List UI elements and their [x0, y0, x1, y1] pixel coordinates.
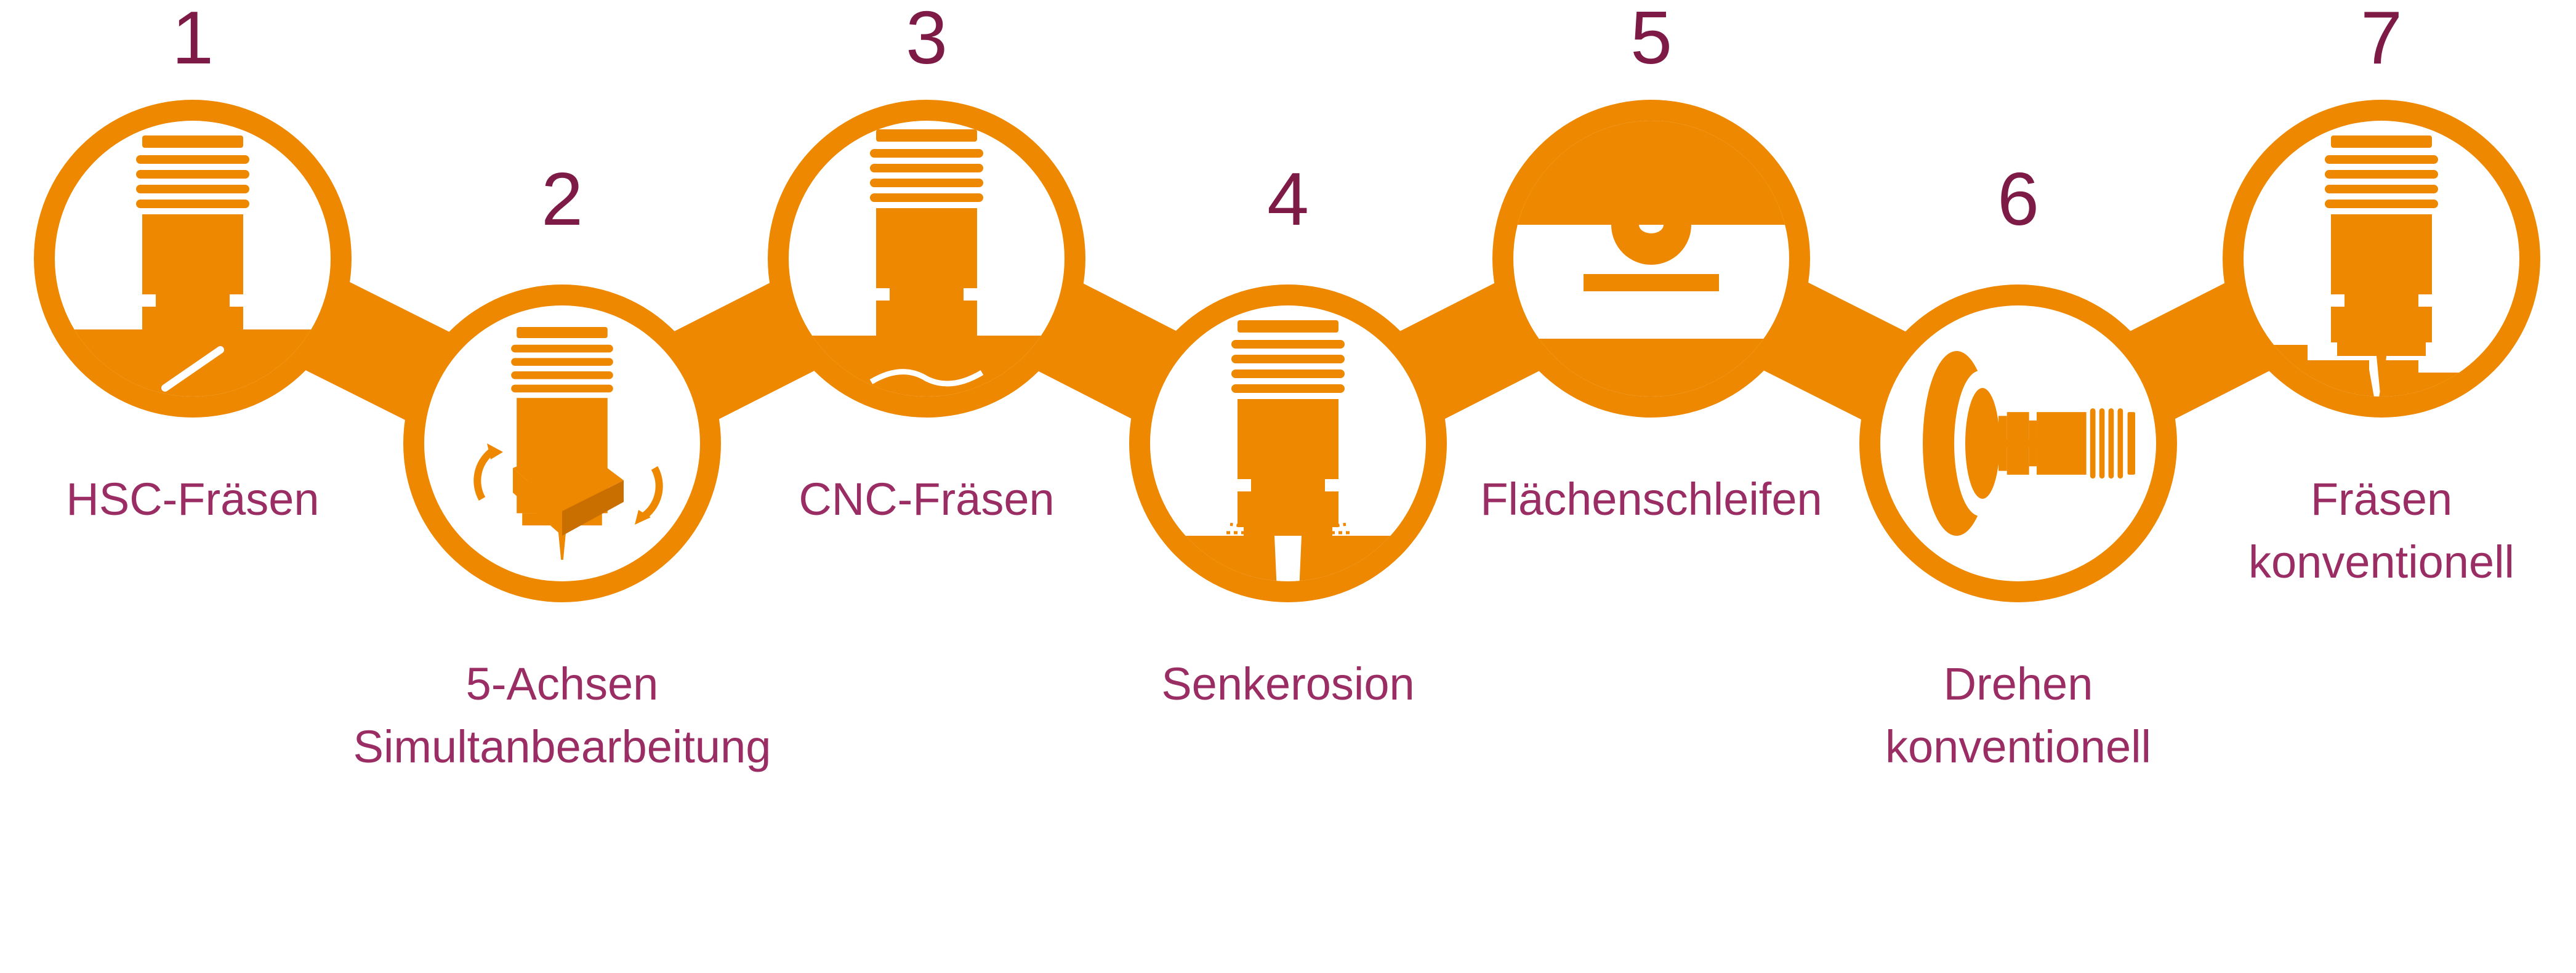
- step-label-line: konventionell: [1885, 721, 2151, 773]
- surface-grinding-icon: [1492, 100, 1810, 418]
- step-label: Senkerosion: [1161, 653, 1414, 716]
- step-number: 5: [1630, 0, 1672, 79]
- step-label: Fräsen konventionell: [2248, 468, 2514, 594]
- five-axis-machining-icon: [403, 285, 721, 602]
- step-label-line: 5-Achsen: [465, 658, 659, 709]
- step-label-line: Senkerosion: [1161, 658, 1415, 709]
- step-label-line: konventionell: [2248, 536, 2514, 588]
- step-label: Drehen konventionell: [1885, 653, 2151, 778]
- step-label-line: Drehen: [1943, 658, 2093, 709]
- conventional-milling-icon: [2223, 100, 2540, 418]
- step-number: 6: [1997, 157, 2039, 241]
- step-label-line: Simultanbearbeitung: [353, 721, 771, 773]
- step-number: 7: [2361, 0, 2402, 79]
- conventional-turning-icon: [1859, 285, 2177, 602]
- step-label-line: Flächenschleifen: [1480, 474, 1822, 525]
- step-number: 3: [906, 0, 948, 79]
- hsc-milling-icon: [34, 100, 352, 418]
- step-label: Flächenschleifen: [1480, 468, 1822, 531]
- step-label-line: HSC-Fräsen: [66, 474, 320, 525]
- step-number: 1: [172, 0, 214, 79]
- step-label-line: CNC-Fräsen: [799, 474, 1055, 525]
- step-label-line: Fräsen: [2310, 474, 2453, 525]
- process-nodes: [34, 100, 2540, 602]
- cnc-milling-icon: [768, 100, 1085, 418]
- step-number: 2: [541, 157, 583, 241]
- step-label: HSC-Fräsen: [66, 468, 319, 531]
- step-label: CNC-Fräsen: [799, 468, 1054, 531]
- step-number: 4: [1267, 157, 1309, 241]
